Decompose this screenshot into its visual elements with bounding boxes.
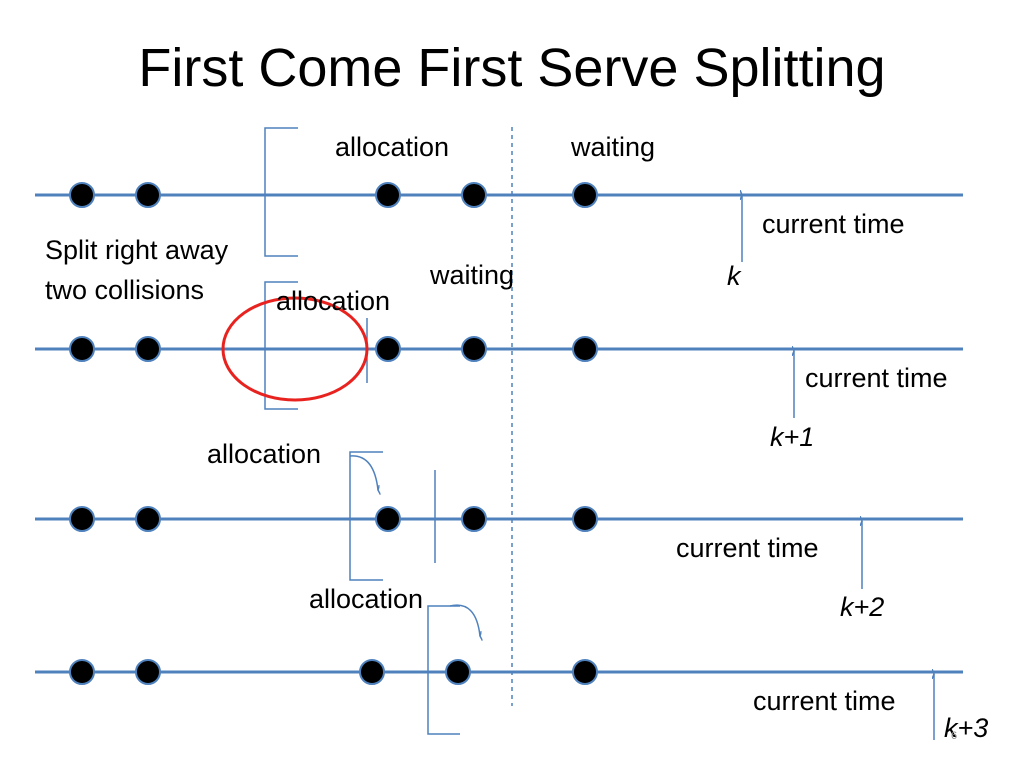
current-time-label: current time (805, 363, 948, 393)
allocation-bracket-3 (349, 451, 383, 581)
allocation-label: allocation (276, 286, 391, 316)
arrival-dot (135, 182, 161, 208)
arrival-dot (445, 659, 471, 685)
time-index-label: k+3 (944, 713, 989, 743)
arrival-dot (69, 506, 95, 532)
arrival-dot (572, 336, 598, 362)
allocation-label: allocation (335, 132, 450, 162)
current-time-label: current time (762, 209, 905, 239)
arrival-dot (69, 182, 95, 208)
current-time-label: current time (676, 533, 819, 563)
arrival-dot (572, 659, 598, 685)
slide-number: 6 (951, 730, 958, 742)
curved-arrow-4 (449, 604, 480, 636)
curved-arrow-3 (349, 455, 378, 490)
waiting-label: waiting (571, 132, 656, 162)
arrival-dot (135, 336, 161, 362)
arrival-dot (572, 506, 598, 532)
collision-circle (221, 296, 369, 402)
allocation-bracket-4 (427, 605, 460, 735)
split-note-line-2: two collisions (45, 275, 205, 305)
arrival-dot (375, 336, 401, 362)
waiting-label: waiting (430, 260, 515, 290)
slide-title: First Come First Serve Splitting (138, 38, 886, 98)
current-time-label: current time (753, 686, 896, 716)
time-index-label: k (727, 261, 741, 291)
allocation-bracket-2 (264, 281, 298, 410)
arrival-dot (572, 182, 598, 208)
arrival-dot (461, 336, 487, 362)
arrival-dot (69, 336, 95, 362)
time-index-label: k+2 (840, 592, 885, 622)
allocation-label: allocation (309, 584, 424, 614)
allocation-bracket-1 (264, 127, 298, 257)
arrival-dot (359, 659, 385, 685)
arrival-dot (461, 506, 487, 532)
arrival-dot (135, 659, 161, 685)
arrival-dot (375, 182, 401, 208)
time-index-label: k+1 (770, 422, 815, 452)
arrival-dot (69, 659, 95, 685)
split-note-line-1: Split right away (45, 235, 229, 265)
allocation-label: allocation (207, 439, 322, 469)
arrival-dot (375, 506, 401, 532)
arrival-dot (135, 506, 161, 532)
arrival-dot (461, 182, 487, 208)
